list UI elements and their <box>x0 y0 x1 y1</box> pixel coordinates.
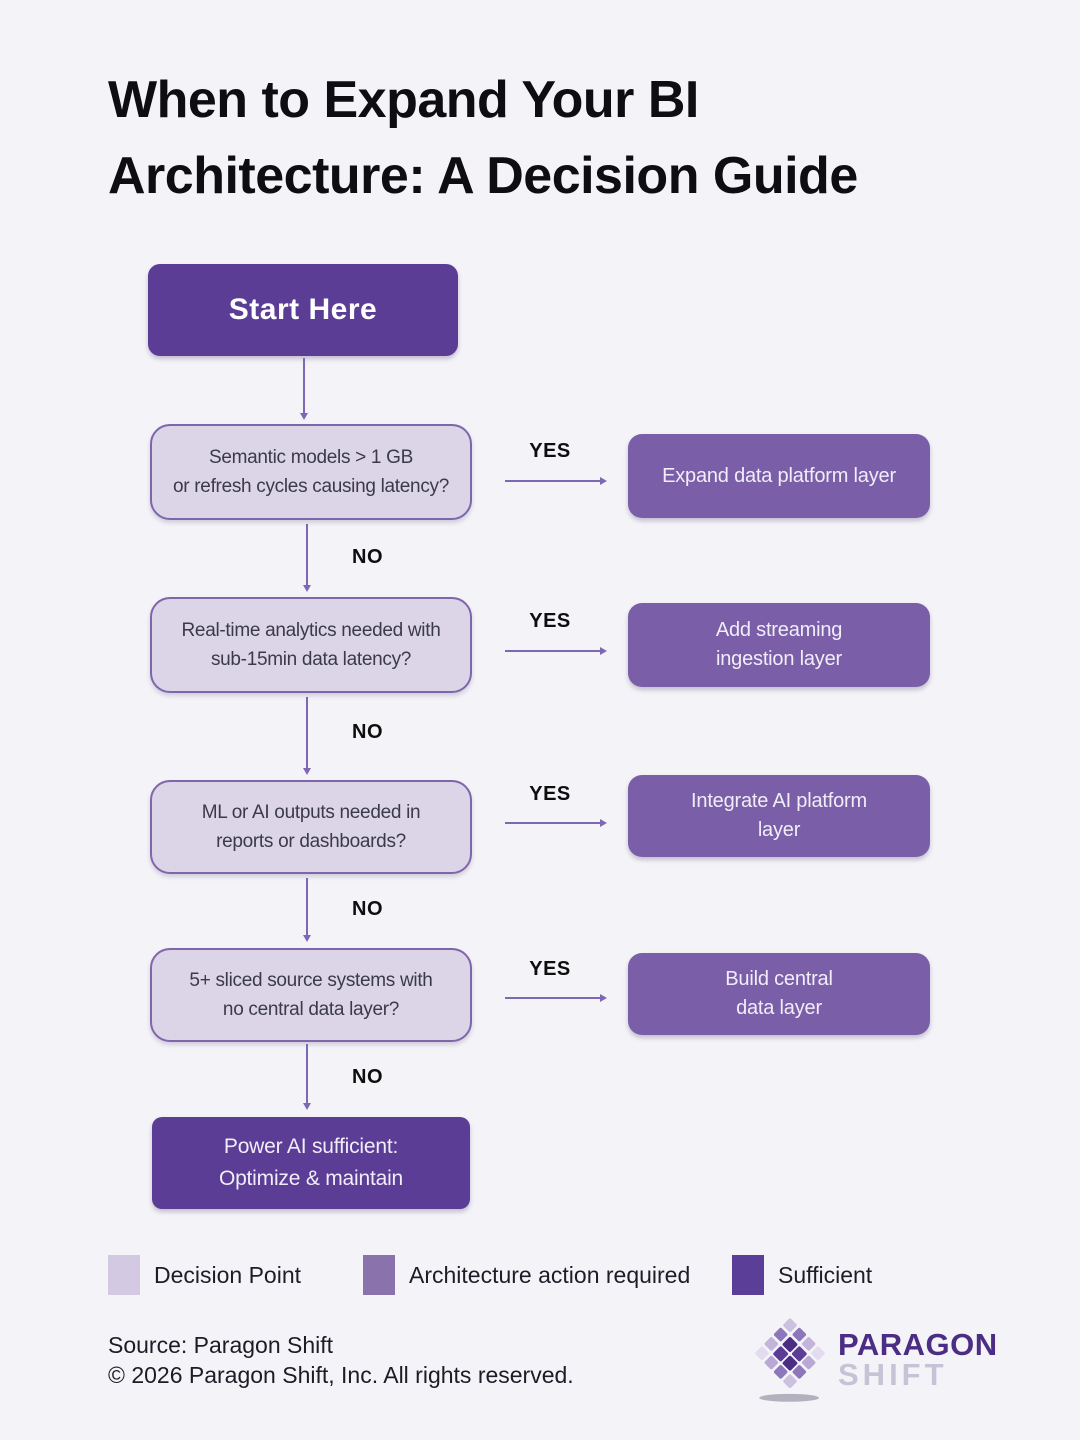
decision-node-4: 5+ sliced source systems with no central… <box>150 948 472 1042</box>
yes-label-4: YES <box>529 958 571 980</box>
connector-no-4 <box>302 1044 311 1110</box>
start-node: Start Here <box>148 264 458 356</box>
connector-no-3 <box>302 878 311 942</box>
page-title: When to Expand Your BI Architecture: A D… <box>108 62 1008 214</box>
source-text: Source: Paragon Shift <box>108 1332 334 1358</box>
connector-yes-3 <box>505 818 607 827</box>
paragon-diamond-icon <box>755 1318 825 1402</box>
connector-start-to-q1 <box>299 358 308 420</box>
connector-yes-4 <box>505 993 607 1002</box>
action-4-line2: data layer <box>736 997 822 1019</box>
yes-label-1: YES <box>529 440 571 462</box>
action-node-3: Integrate AI platform layer <box>628 775 930 857</box>
action-3-line1: Integrate AI platform <box>691 790 867 812</box>
legend-swatch-sufficient <box>732 1255 764 1295</box>
decision-2-line2: sub-15min data latency? <box>210 649 412 670</box>
action-3-line2: layer <box>757 819 801 841</box>
page-title-line2: Architecture: A Decision Guide <box>108 147 858 205</box>
page-title-line1: When to Expand Your BI <box>108 71 699 129</box>
decision-3-line2: reports or dashboards? <box>216 831 406 852</box>
no-label-4: NO <box>352 1066 383 1088</box>
legend-item-decision-point: Decision Point <box>108 1255 301 1295</box>
legend-swatch-action-required <box>363 1255 395 1295</box>
decision-4-line2: no central data layer? <box>222 999 400 1020</box>
legend-label-action-required: Architecture action required <box>409 1261 691 1288</box>
brand-name-text: PARAGON <box>838 1327 998 1362</box>
legend-swatch-decision-point <box>108 1255 140 1295</box>
connector-no-2 <box>302 697 311 775</box>
action-node-2: Add streaming ingestion layer <box>628 603 930 687</box>
decision-node-3: ML or AI outputs needed in reports or da… <box>150 780 472 874</box>
no-label-1: NO <box>352 546 383 568</box>
action-1-line1: Expand data platform layer <box>662 464 896 487</box>
terminal-node: Power AI sufficient: Optimize & maintain <box>152 1117 470 1209</box>
brand-sub-text: SHIFT <box>838 1357 948 1392</box>
decision-1-line1: Semantic models > 1 GB <box>208 447 414 468</box>
terminal-line2: Optimize & maintain <box>218 1167 404 1190</box>
connector-yes-1 <box>505 476 607 485</box>
paragon-shift-logo: PARAGON SHIFT <box>750 1316 998 1404</box>
connector-yes-2 <box>505 646 607 655</box>
decision-1-line2: or refresh cycles causing latency? <box>173 476 449 497</box>
action-node-1: Expand data platform layer <box>628 434 930 518</box>
legend-label-sufficient: Sufficient <box>778 1261 873 1288</box>
terminal-line1: Power AI sufficient: <box>223 1135 399 1158</box>
decision-3-line1: ML or AI outputs needed in <box>201 802 421 823</box>
yes-label-2: YES <box>529 610 571 632</box>
decision-node-1: Semantic models > 1 GB or refresh cycles… <box>150 424 472 520</box>
legend-label-decision-point: Decision Point <box>154 1261 302 1288</box>
action-node-4: Build central data layer <box>628 953 930 1035</box>
action-2-line1: Add streaming <box>715 619 843 641</box>
action-2-line2: ingestion layer <box>716 648 842 670</box>
legend-item-sufficient: Sufficient <box>732 1255 872 1295</box>
legend-item-action-required: Architecture action required <box>363 1255 690 1295</box>
connector-no-1 <box>302 524 311 592</box>
decision-4-line1: 5+ sliced source systems with <box>189 970 433 991</box>
decision-2-line1: Real-time analytics needed with <box>181 620 441 641</box>
yes-label-3: YES <box>529 783 571 805</box>
start-node-label: Start Here <box>228 293 378 326</box>
no-label-2: NO <box>352 721 383 743</box>
action-4-line1: Build central <box>725 968 833 990</box>
copyright-text: © 2026 Paragon Shift, Inc. All rights re… <box>108 1362 574 1388</box>
no-label-3: NO <box>352 898 383 920</box>
decision-node-2: Real-time analytics needed with sub-15mi… <box>150 597 472 693</box>
paragon-wordmark: PARAGON SHIFT <box>838 1327 998 1392</box>
